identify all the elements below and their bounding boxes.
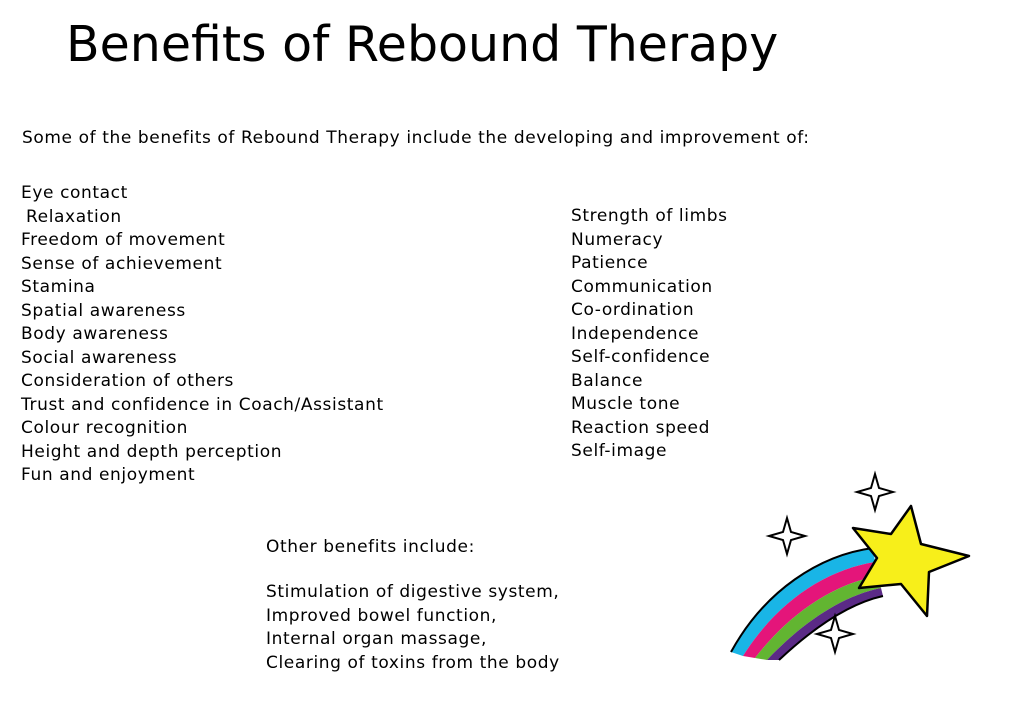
- list-item: Stimulation of digestive system,: [266, 582, 560, 602]
- list-item: Trust and confidence in Coach/Assistant: [21, 394, 384, 415]
- sparkle-icon: [765, 514, 809, 558]
- list-item: Sense of achievement: [21, 253, 223, 274]
- list-item: Body awareness: [21, 324, 169, 344]
- list-item: Communication: [571, 276, 713, 297]
- list-item: Relaxation: [26, 206, 122, 227]
- benefits-list-right: Strength of limbs Numeracy Patience Comm…: [571, 205, 728, 464]
- list-item: Fun and enjoyment: [21, 465, 196, 485]
- trail-band-pink: [743, 562, 878, 658]
- list-item: Social awareness: [21, 347, 178, 368]
- list-item: Colour recognition: [21, 418, 189, 438]
- shooting-star-icon: [730, 470, 971, 661]
- big-star: [851, 504, 971, 618]
- list-item: Eye contact: [21, 183, 128, 203]
- trail-band-cyan: [731, 548, 875, 656]
- slide-title: Benefits of Rebound Therapy: [66, 16, 779, 73]
- list-item: Co-ordination: [571, 300, 695, 320]
- list-item: Consideration of others: [21, 371, 234, 391]
- list-item: Spatial awareness: [21, 300, 186, 321]
- other-benefits-heading: Other benefits include:: [266, 537, 475, 557]
- list-item: Muscle tone: [571, 394, 681, 414]
- list-item: Self-confidence: [571, 347, 711, 367]
- list-item: Patience: [571, 253, 649, 273]
- list-item: Balance: [571, 370, 644, 391]
- intro-text: Some of the benefits of Rebound Therapy …: [22, 128, 810, 148]
- sparkle-icon: [813, 612, 857, 656]
- list-item: Improved bowel function,: [266, 605, 498, 626]
- list-item: Clearing of toxins from the body: [266, 652, 560, 673]
- list-item: Strength of limbs: [571, 206, 728, 226]
- list-item: Independence: [571, 323, 700, 344]
- list-item: Self-image: [571, 441, 668, 461]
- list-item: Internal organ massage,: [266, 629, 487, 649]
- list-item: Height and depth perception: [21, 441, 283, 462]
- list-item: Freedom of movement: [21, 230, 226, 250]
- other-benefits-list: Stimulation of digestive system, Improve…: [266, 581, 560, 675]
- sparkle-icon: [853, 470, 897, 514]
- list-item: Numeracy: [571, 229, 664, 250]
- list-item: Reaction speed: [571, 417, 710, 438]
- trail-band-green: [755, 576, 881, 660]
- benefits-list-left: Eye contact Relaxation Freedom of moveme…: [21, 182, 384, 488]
- trail-outline: [730, 547, 884, 661]
- list-item: Stamina: [21, 277, 96, 297]
